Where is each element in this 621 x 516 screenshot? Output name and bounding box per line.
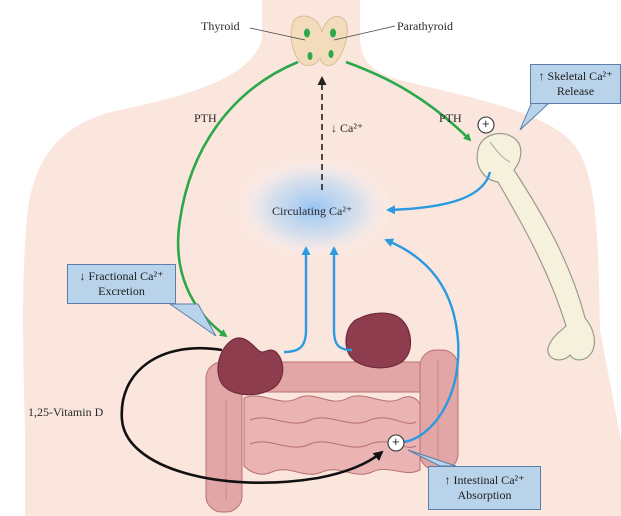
intestinal-callout-line1: ↑ Intestinal Ca²⁺	[429, 473, 540, 488]
skeletal-callout-line1: ↑ Skeletal Ca²⁺	[531, 69, 620, 84]
skeletal-callout-line2: Release	[531, 84, 620, 99]
intestine-plus-sign: +	[392, 435, 400, 449]
thyroid-label: Thyroid	[201, 19, 240, 33]
bone-plus-sign: +	[482, 117, 490, 131]
pth-label-right: PTH	[439, 111, 462, 125]
vitamin-d-label: 1,25-Vitamin D	[28, 405, 103, 419]
intestinal-calcium-absorption-callout: ↑ Intestinal Ca²⁺ Absorption	[428, 466, 541, 510]
fractional-callout-line1: ↓ Fractional Ca²⁺	[68, 269, 175, 284]
parathyroid-gland-upper-left	[304, 29, 310, 38]
parathyroid-gland-lower-left	[308, 52, 313, 60]
skeletal-calcium-release-callout: ↑ Skeletal Ca²⁺ Release	[530, 64, 621, 104]
circulating-calcium-label: Circulating Ca²⁺	[272, 204, 352, 218]
parathyroid-gland-upper-right	[330, 29, 336, 38]
fractional-calcium-excretion-callout: ↓ Fractional Ca²⁺ Excretion	[67, 264, 176, 304]
right-kidney	[346, 313, 411, 368]
fractional-callout-line2: Excretion	[68, 284, 175, 299]
low-calcium-label: ↓ Ca²⁺	[331, 121, 363, 135]
parathyroid-gland-lower-right	[329, 50, 334, 58]
pth-label-left: PTH	[194, 111, 217, 125]
parathyroid-label: Parathyroid	[397, 19, 453, 33]
intestinal-callout-line2: Absorption	[429, 488, 540, 503]
